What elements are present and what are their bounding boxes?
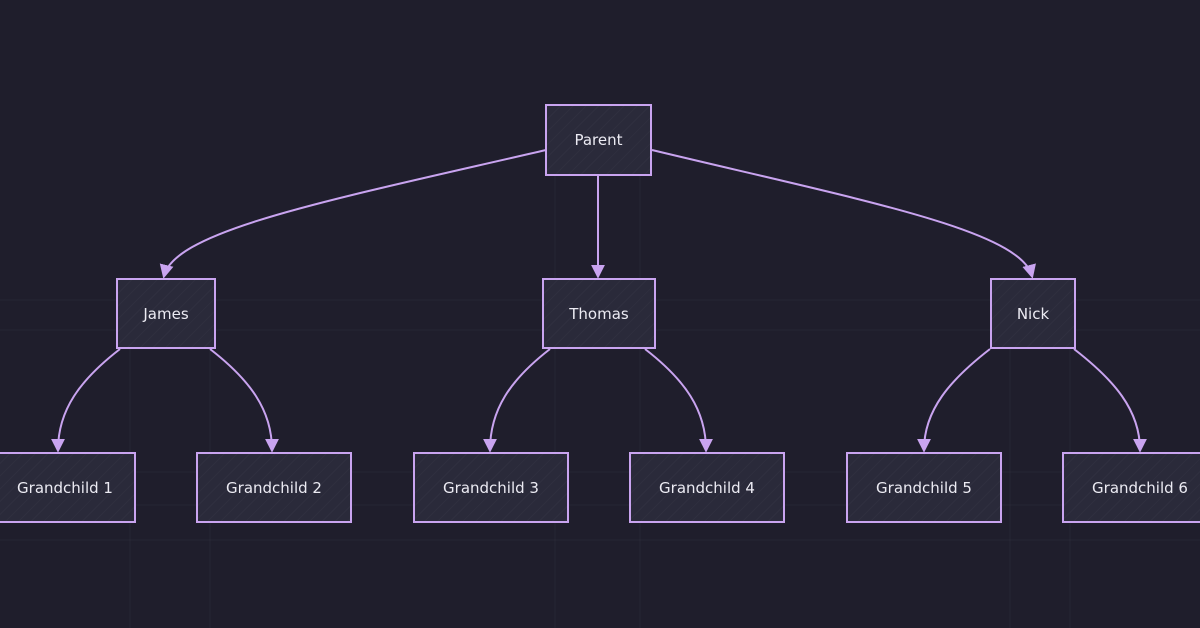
- node-label: Grandchild 3: [443, 478, 539, 497]
- node-label: Thomas: [569, 304, 629, 323]
- edge-james-grandchild-2: [209, 348, 279, 453]
- node-label: Grandchild 2: [226, 478, 322, 497]
- node-label: Grandchild 4: [659, 478, 755, 497]
- node-parent[interactable]: Parent: [545, 104, 652, 176]
- edge-thomas-grandchild-3: [483, 348, 551, 453]
- node-label: Parent: [574, 131, 623, 149]
- node-thomas[interactable]: Thomas: [542, 278, 656, 349]
- node-grandchild-3[interactable]: Grandchild 3: [413, 452, 569, 523]
- node-grandchild-5[interactable]: Grandchild 5: [846, 452, 1002, 523]
- node-james[interactable]: James: [116, 278, 216, 349]
- edge-nick-grandchild-5: [917, 348, 991, 453]
- node-label: Grandchild 5: [876, 478, 972, 497]
- edge-parent-nick: [651, 149, 1036, 279]
- node-label: Nick: [1016, 304, 1050, 323]
- node-label: Grandchild 1: [17, 478, 113, 497]
- node-grandchild-2[interactable]: Grandchild 2: [196, 452, 352, 523]
- edge-parent-james: [159, 149, 547, 279]
- node-grandchild-1[interactable]: Grandchild 1: [0, 452, 136, 523]
- edge-james-grandchild-1: [51, 348, 121, 453]
- edge-nick-grandchild-6: [1073, 348, 1147, 453]
- node-label: Grandchild 6: [1092, 478, 1188, 497]
- node-nick[interactable]: Nick: [990, 278, 1076, 349]
- edge-thomas-grandchild-4: [644, 348, 713, 453]
- node-label: James: [143, 304, 189, 323]
- node-grandchild-4[interactable]: Grandchild 4: [629, 452, 785, 523]
- node-grandchild-6[interactable]: Grandchild 6: [1062, 452, 1200, 523]
